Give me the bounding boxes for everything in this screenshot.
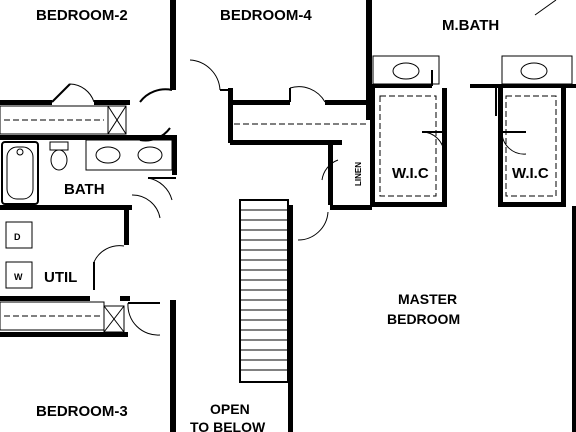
room-label-linen: LINEN [354, 162, 363, 186]
room-label-util: UTIL [44, 269, 77, 286]
room-label-bedroom-2: BEDROOM-2 [36, 7, 128, 24]
room-label-master-bath: M.BATH [442, 17, 499, 34]
room-label-bedroom-4: BEDROOM-4 [220, 7, 312, 24]
room-label-open-line1: OPEN [210, 401, 250, 417]
room-label-master-line1: MASTER [398, 291, 457, 307]
room-label-master-line2: BEDROOM [387, 311, 460, 327]
doors [51, 59, 527, 336]
room-label-bath: BATH [64, 181, 105, 198]
room-label-open-line2: TO BELOW [190, 419, 266, 432]
stair-treads [240, 209, 288, 371]
appliance-label-dryer: D [14, 232, 21, 242]
fixtures [0, 0, 573, 383]
room-labels: BEDROOM-2 BEDROOM-4 M.BATH BATH UTIL W.I… [14, 7, 549, 432]
room-label-bedroom-3: BEDROOM-3 [36, 403, 128, 420]
appliance-label-washer: W [14, 272, 23, 282]
room-label-wic-left: W.I.C [392, 165, 429, 182]
room-label-wic-right: W.I.C [512, 165, 549, 182]
